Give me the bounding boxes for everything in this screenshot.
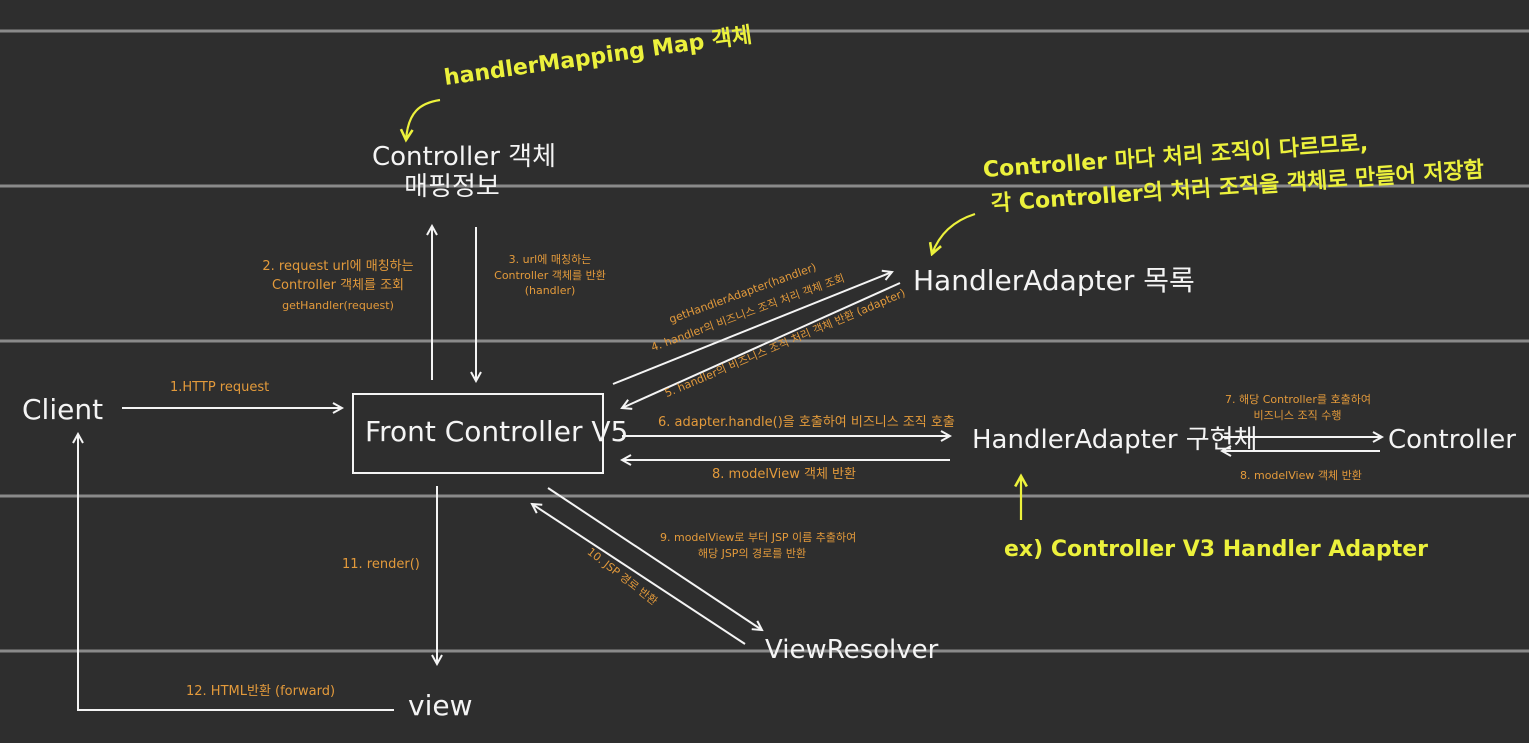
note-arrow-adapter	[932, 212, 976, 254]
handler-adapter-list-node: HandlerAdapter 목록	[913, 264, 1195, 297]
view-node: view	[408, 689, 473, 722]
step-8-left-label: 8. modelView 객체 반환	[712, 467, 856, 482]
step-1-label: 1.HTTP request	[170, 380, 270, 395]
handler-adapter-impl-node: HandlerAdapter 구현체	[972, 425, 1258, 455]
view-resolver-node: ViewResolver	[765, 635, 939, 665]
front-controller-box	[352, 393, 604, 474]
ruled-lines	[0, 29, 1529, 653]
step-9-label: 9. modelView로 부터 JSP 이름 추출하여 해당 JSP의 경로를…	[660, 531, 857, 560]
front-controller-label: Front Controller V5	[365, 415, 629, 448]
arrow-return-adapter	[622, 282, 901, 408]
arrow-return-jsp-path	[532, 504, 746, 645]
step-2-line1: 2. request url에 매칭하는	[262, 259, 414, 274]
arrow-get-adapter	[612, 272, 892, 385]
client-node: Client	[22, 393, 104, 426]
step-3-line2: Controller 객체를 반환	[494, 268, 606, 282]
step-9-line2: 해당 JSP의 경로를 반환	[697, 546, 807, 560]
step-2-line3: getHandler(request)	[282, 298, 394, 312]
step-7-line1: 7. 해당 Controller를 호출하여	[1225, 393, 1371, 406]
arrow-resolve-view	[547, 487, 762, 630]
handler-mapping-line2: 매핑정보	[404, 171, 500, 202]
step-7-label: 7. 해당 Controller를 호출하여 비즈니스 조직 수행	[1225, 393, 1371, 422]
note-example-adapter: ex) Controller V3 Handler Adapter	[1004, 537, 1429, 562]
handler-mapping-node: Controller 객체 매핑정보	[372, 142, 556, 203]
step-8-right-label: 8. modelView 객체 반환	[1240, 469, 1362, 482]
step-12-label: 12. HTML반환 (forward)	[186, 684, 336, 699]
handler-mapping-line1: Controller 객체	[372, 142, 556, 172]
step-2-line2: Controller 객체를 조회	[271, 277, 404, 293]
arrow-html-response	[78, 434, 394, 711]
step-3-label: 3. url에 매칭하는 Controller 객체를 반환 (handler)	[488, 253, 612, 298]
step-6-label: 6. adapter.handle()을 호출하여 비즈니스 조직 호출	[658, 415, 955, 430]
step-11-label: 11. render()	[342, 557, 420, 572]
note-arrow-mapping	[406, 98, 441, 140]
step-7-line2: 비즈니스 조직 수행	[1253, 408, 1342, 422]
step-3-line3: (handler)	[524, 284, 576, 298]
step-3-line1: 3. url에 매칭하는	[508, 253, 592, 266]
step-9-line1: 9. modelView로 부터 JSP 이름 추출하여	[660, 531, 857, 544]
controller-node: Controller	[1388, 425, 1516, 455]
step-2-label: 2. request url에 매칭하는 Controller 객체를 조회 g…	[246, 259, 430, 313]
